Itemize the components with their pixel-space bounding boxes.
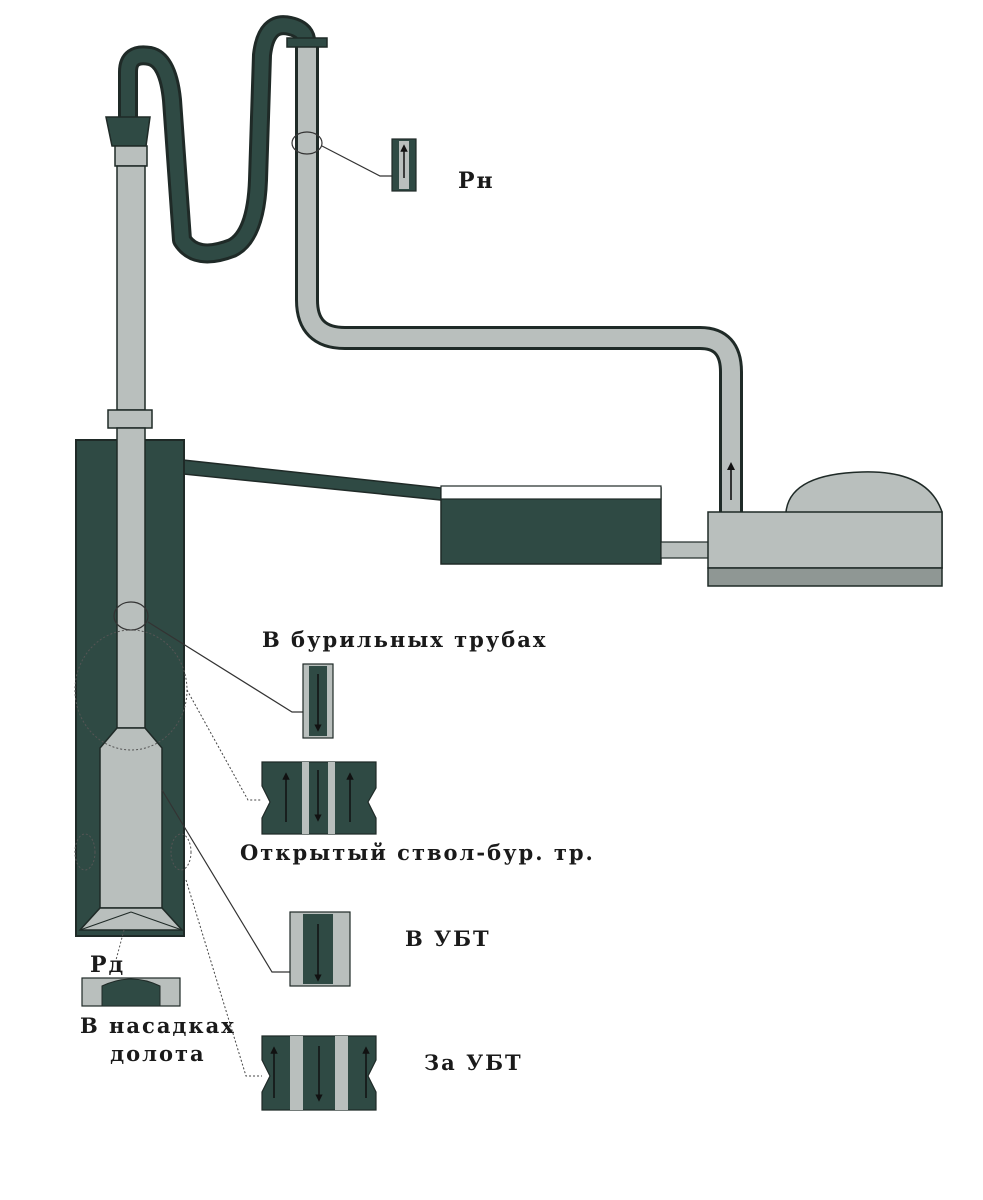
mud-pump [707,471,943,587]
gooseneck-flange [286,37,328,48]
drill-pipe [116,427,146,729]
drill-pipe-detail [302,663,334,739]
pd-label: Рд [90,952,126,978]
pn-detail [391,138,417,192]
mud-tank [440,487,662,565]
pn-label: Рн [458,168,495,194]
return-line [182,459,442,501]
kelly-sub [107,409,153,429]
collars-detail [289,911,351,987]
open-hole-label: Открытый ствол-бур. тр. [240,840,595,865]
swivel [105,116,151,147]
open-hole-detail [261,761,377,835]
behind-collars-label: За УБТ [424,1050,523,1075]
pn-marker [291,131,323,155]
collars-label: В УБТ [405,926,491,951]
standpipe-line [295,45,743,512]
bit-nozzles-label: В насадках долота [80,1013,236,1066]
behind-collars-marker [74,833,96,871]
suction-line [660,541,710,559]
drill-collars [99,727,163,909]
drill-pipes-label: В бурильных трубах [262,627,548,652]
bit-nozzle-detail [81,977,181,1007]
behind-collars-detail [261,1035,377,1111]
